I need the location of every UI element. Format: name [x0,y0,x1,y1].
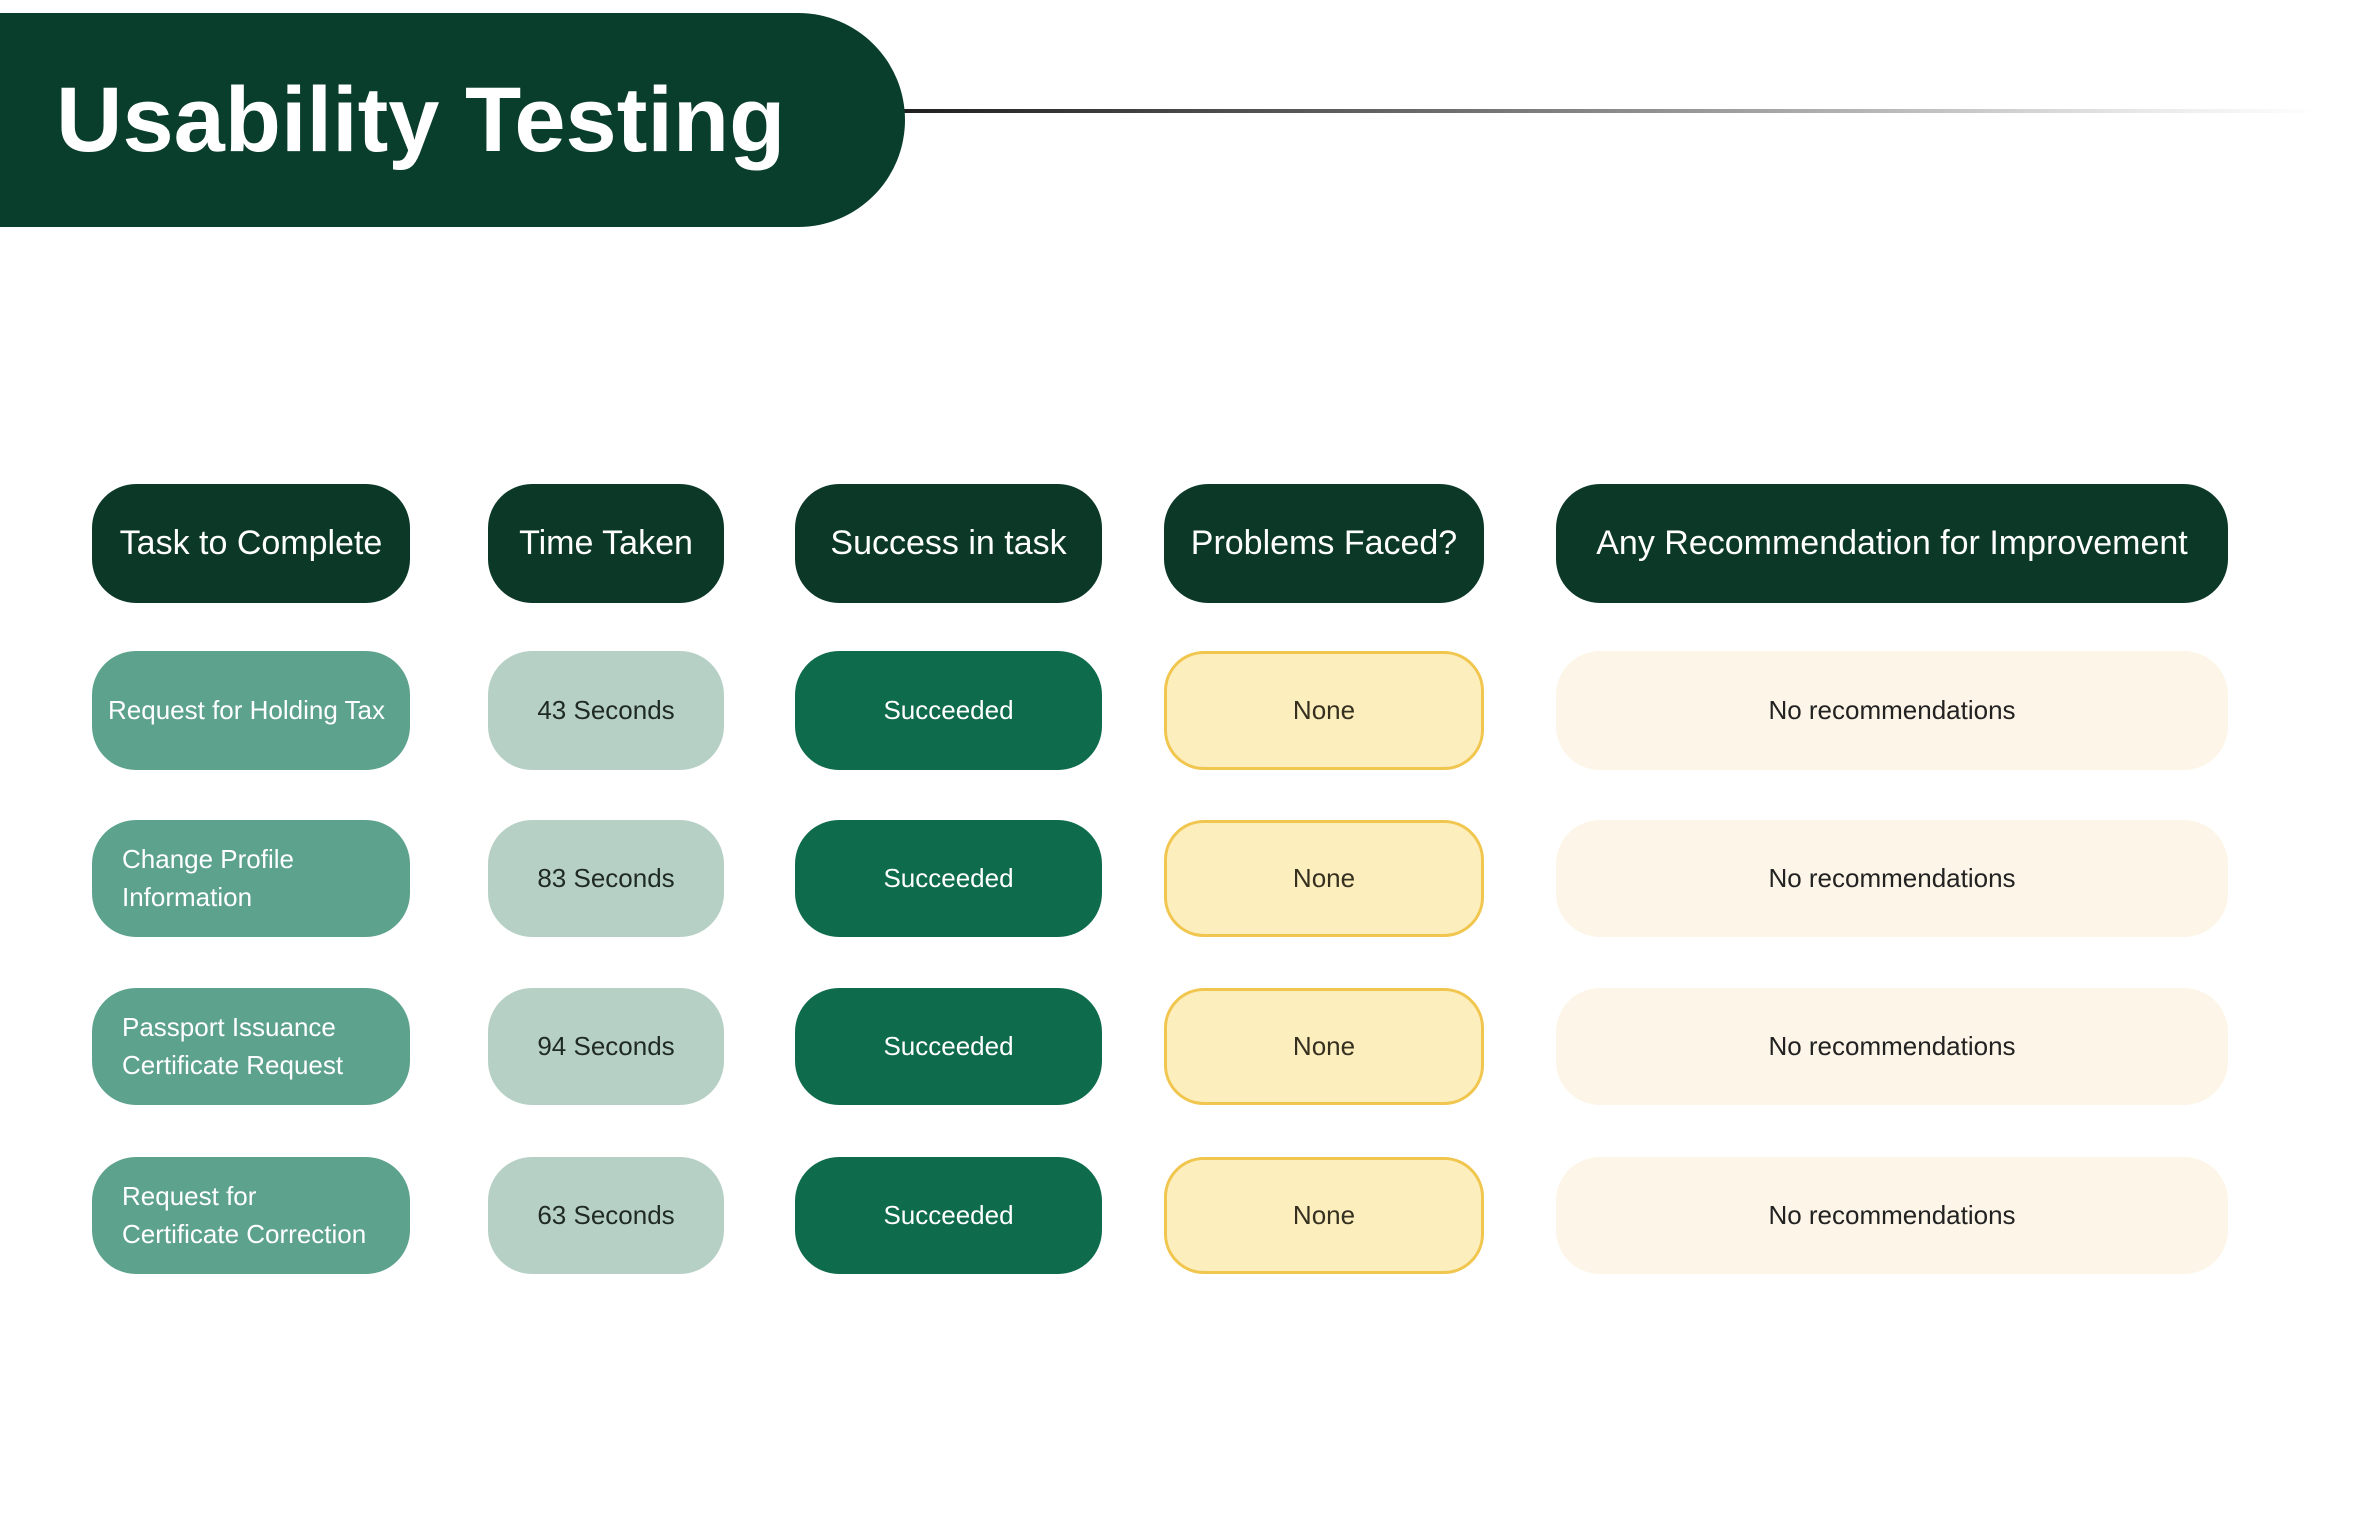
recommendation-cell: No recommendations [1556,820,2228,937]
column-header-recommendation: Any Recommendation for Improvement [1556,484,2228,603]
time-taken-cell: 43 Seconds [488,651,724,770]
problems-cell: None [1164,651,1484,770]
column-header-success: Success in task [795,484,1102,603]
task-cell: Request for Holding Tax [92,651,410,770]
problems-cell: None [1164,820,1484,937]
success-cell: Succeeded [795,651,1102,770]
column-header-problems: Problems Faced? [1164,484,1484,603]
recommendation-cell: No recommendations [1556,1157,2228,1274]
task-cell: Request for Certificate Correction [92,1157,410,1274]
time-taken-cell: 63 Seconds [488,1157,724,1274]
success-cell: Succeeded [795,1157,1102,1274]
page-title: Usability Testing [56,68,786,171]
task-cell: Change Profile Information [92,820,410,937]
time-taken-cell: 94 Seconds [488,988,724,1105]
recommendation-cell: No recommendations [1556,651,2228,770]
success-cell: Succeeded [795,820,1102,937]
problems-cell: None [1164,988,1484,1105]
recommendation-cell: No recommendations [1556,988,2228,1105]
title-banner: Usability Testing [0,13,905,227]
column-header-time-taken: Time Taken [488,484,724,603]
time-taken-cell: 83 Seconds [488,820,724,937]
column-header-task: Task to Complete [92,484,410,603]
success-cell: Succeeded [795,988,1102,1105]
task-cell: Passport Issuance Certificate Request [92,988,410,1105]
problems-cell: None [1164,1157,1484,1274]
title-divider-line [870,109,2320,113]
